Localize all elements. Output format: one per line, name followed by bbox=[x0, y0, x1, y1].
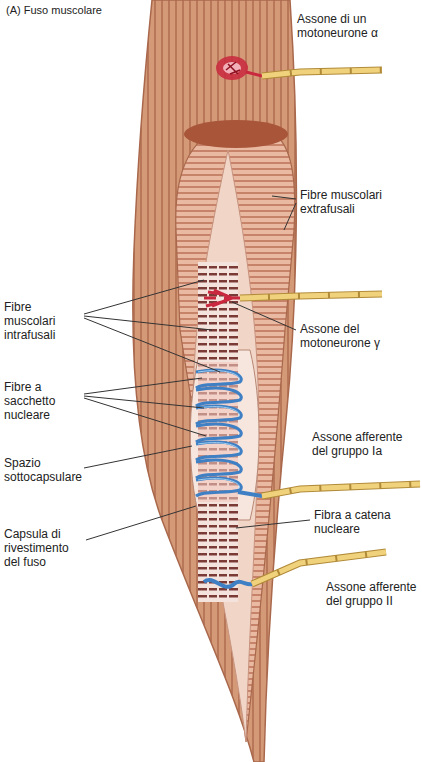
part-label: Fibra a catena nucleare bbox=[314, 508, 418, 536]
part-label: Fibre muscolari intrafusali bbox=[4, 300, 84, 342]
part-label: Assone afferente del gruppo II bbox=[326, 580, 418, 608]
part-label: Assone afferente del gruppo Ia bbox=[312, 430, 418, 458]
part-label: Fibre a sacchetto nucleare bbox=[4, 380, 84, 422]
part-label: Spazio sottocapsulare bbox=[4, 456, 84, 484]
part-label: Assone del motoneurone γ bbox=[300, 322, 412, 350]
part-label: Fibre muscolari extrafusali bbox=[300, 188, 412, 216]
part-label: Capsula di rivestimento del fuso bbox=[4, 527, 86, 569]
part-label: Assone di un motoneurone α bbox=[297, 12, 417, 40]
figure-title: (A) Fuso muscolare bbox=[6, 4, 156, 17]
